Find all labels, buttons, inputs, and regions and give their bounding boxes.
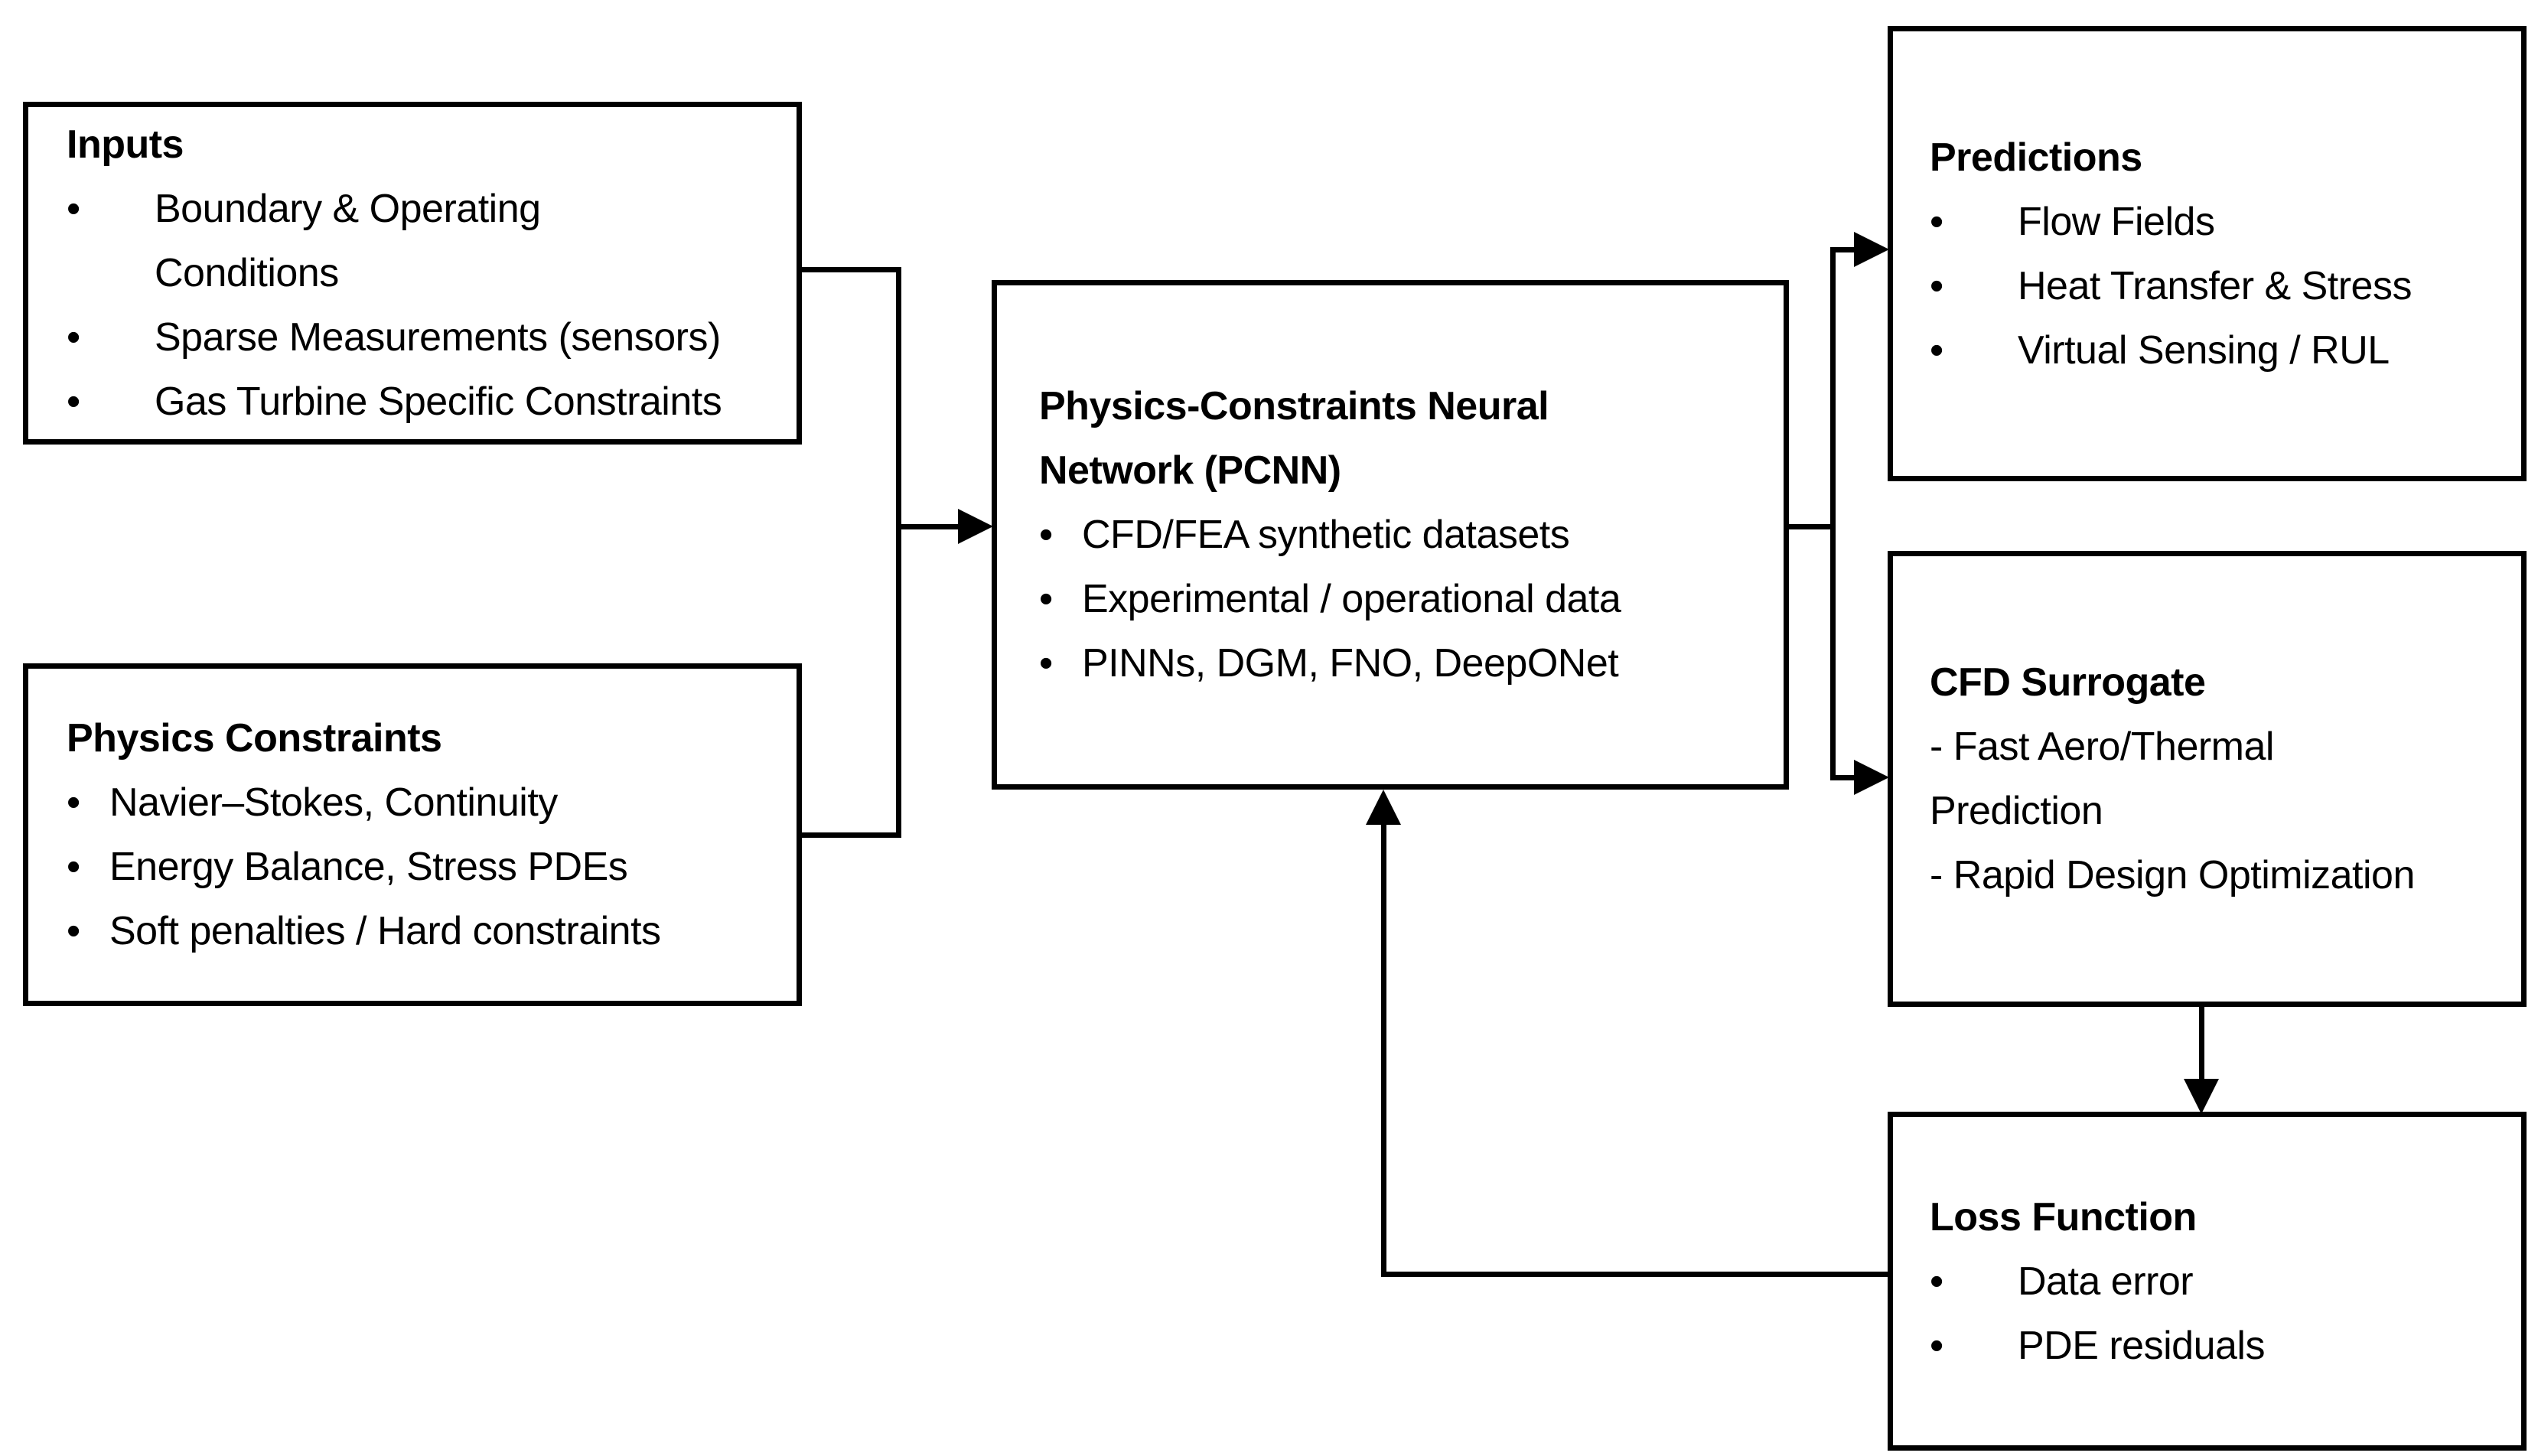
list-item: • Virtual Sensing / RUL	[1930, 318, 2515, 383]
arrowhead-feedback-to-pcnn	[1366, 790, 1401, 825]
bullet-marker: •	[67, 187, 80, 231]
list-item: • PDE residuals	[1930, 1314, 2515, 1378]
list-item: • Soft penalties / Hard constraints	[67, 899, 790, 963]
list-item-text: CFD/FEA synthetic datasets	[1082, 513, 1570, 557]
physics-constraints-box-list: • Navier–Stokes, Continuity • Energy Balanc…	[67, 770, 790, 963]
list-item-text: Gas Turbine Specific Constraints	[155, 379, 722, 424]
bullet-marker: •	[67, 780, 80, 825]
predictions-box-list: • Flow Fields • Heat Transfer & Stress • Virt…	[1930, 190, 2515, 383]
connector-to-predictions	[1830, 247, 1858, 252]
arrowhead-into-pcnn	[958, 509, 993, 544]
list-item: • CFD/FEA synthetic datasets	[1039, 503, 1777, 567]
loss-function-box: Loss Function • Data error • PDE residuals	[1888, 1112, 2527, 1451]
list-item-text: PINNs, DGM, FNO, DeepONet	[1082, 641, 1619, 686]
connector-feedback-horizontal	[1381, 1272, 1888, 1277]
bullet-marker: •	[67, 909, 80, 953]
list-item: • PINNs, DGM, FNO, DeepONet	[1039, 631, 1777, 695]
list-item: • Gas Turbine Specific Constraints	[67, 370, 790, 434]
list-item: • Boundary & Operating	[67, 177, 790, 241]
list-item-text: Experimental / operational data	[1082, 577, 1621, 621]
bullet-marker: •	[1930, 199, 1943, 244]
list-item-text: Navier–Stokes, Continuity	[109, 780, 558, 825]
list-item-text: Prediction	[1930, 789, 2103, 833]
bullet-marker: •	[1930, 327, 1943, 373]
connector-right-junction	[1830, 247, 1836, 780]
bullet-marker: •	[1039, 641, 1053, 686]
bullet-marker: •	[1039, 513, 1053, 557]
connector-inputs-out	[802, 267, 901, 272]
connector-physics-out	[802, 832, 901, 838]
predictions-box: Predictions • Flow Fields • Heat Transfer &…	[1888, 26, 2527, 481]
list-item-text: Energy Balance, Stress PDEs	[109, 845, 628, 889]
pcnn-box: Physics-Constraints Neural Network (PCNN…	[992, 280, 1789, 790]
list-item-text: Conditions	[155, 251, 339, 295]
list-item: • Sparse Measurements (sensors)	[67, 305, 790, 370]
bullet-marker: •	[67, 379, 80, 424]
arrowhead-to-loss	[2184, 1079, 2219, 1114]
list-item-text: - Rapid Design Optimization	[1930, 853, 2415, 897]
list-item-text: Data error	[2018, 1259, 2194, 1304]
connector-to-cfd-surrogate	[1830, 775, 1858, 780]
connector-left-junction	[896, 267, 901, 838]
bullet-marker: •	[67, 315, 80, 360]
bullet-marker: •	[67, 845, 80, 889]
list-item: • Experimental / operational data	[1039, 567, 1777, 631]
list-item: • Data error	[1930, 1249, 2515, 1314]
bullet-marker	[67, 241, 155, 305]
list-item-text: Boundary & Operating	[155, 187, 541, 231]
list-item: • Flow Fields	[1930, 190, 2515, 254]
list-item: - Rapid Design Optimization	[1930, 843, 2515, 907]
pcnn-box-title: Physics-Constraints Neural Network (PCNN…	[1039, 384, 1549, 493]
list-item: • Heat Transfer & Stress	[1930, 254, 2515, 318]
connector-feedback-vertical	[1381, 819, 1386, 1277]
list-item-text: - Fast Aero/Thermal	[1930, 725, 2274, 769]
list-item: • Navier–Stokes, Continuity	[67, 770, 790, 835]
list-item-text: Virtual Sensing / RUL	[2018, 327, 2390, 373]
bullet-marker: •	[1930, 1323, 1943, 1368]
arrowhead-to-predictions	[1854, 232, 1889, 267]
list-item: - Fast Aero/Thermal	[1930, 715, 2515, 779]
list-item-text: Flow Fields	[2018, 199, 2215, 244]
list-item-text: Soft penalties / Hard constraints	[109, 909, 661, 953]
list-item: Conditions	[67, 241, 790, 305]
pcnn-box-list: • CFD/FEA synthetic datasets • Experimental…	[1039, 503, 1777, 695]
physics-constraints-box: Physics Constraints • Navier–Stokes, Cont…	[23, 663, 802, 1006]
loss-function-box-list: • Data error • PDE residuals	[1930, 1249, 2515, 1378]
bullet-marker: •	[1930, 1259, 1943, 1304]
cfd-surrogate-box-title: CFD Surrogate	[1930, 660, 2206, 705]
list-item: Prediction	[1930, 779, 2515, 843]
list-item: • Energy Balance, Stress PDEs	[67, 835, 790, 899]
list-item-text: Sparse Measurements (sensors)	[155, 315, 721, 360]
connector-into-pcnn	[896, 524, 965, 529]
list-item-text: PDE residuals	[2018, 1323, 2265, 1368]
inputs-box-title: Inputs	[67, 122, 184, 167]
connector-pcnn-out	[1789, 524, 1836, 529]
physics-constraints-box-title: Physics Constraints	[67, 716, 442, 761]
list-item-text: Heat Transfer & Stress	[2018, 263, 2412, 308]
connector-cfd-to-loss	[2199, 1007, 2204, 1085]
predictions-box-title: Predictions	[1930, 135, 2142, 180]
loss-function-box-title: Loss Function	[1930, 1194, 2197, 1239]
arrowhead-to-cfd-surrogate	[1854, 760, 1889, 795]
bullet-marker: •	[1039, 577, 1053, 621]
bullet-marker: •	[1930, 263, 1943, 308]
